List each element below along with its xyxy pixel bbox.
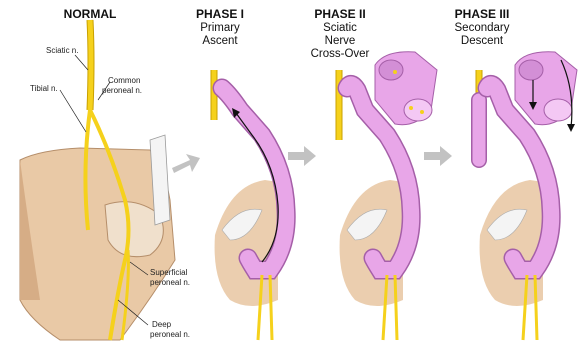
label-common-peroneal-line-2: peroneal n. bbox=[102, 86, 142, 95]
label-tibial-nerve: Tibial n. bbox=[30, 84, 58, 93]
phase-i-illustration bbox=[214, 70, 286, 340]
label-sciatic-nerve: Sciatic n. bbox=[46, 46, 78, 55]
panel-title-phase-iii: PHASE III bbox=[442, 8, 522, 21]
phase-ii-subtitle-line-2: Nerve bbox=[300, 35, 380, 47]
phase-iii-subtitle-line-1: Secondary bbox=[442, 22, 522, 34]
label-deep-peroneal-line-1: Deep bbox=[152, 320, 171, 329]
phase-i-subtitle-line-1: Primary bbox=[180, 22, 260, 34]
arrow-3 bbox=[424, 146, 452, 166]
phase-iii-illustration bbox=[479, 52, 577, 340]
phase-ii-subtitle-line-3: Cross-Over bbox=[300, 48, 380, 60]
label-deep-peroneal-line-2: peroneal n. bbox=[150, 330, 190, 339]
panel-title-phase-i: PHASE I bbox=[180, 8, 260, 21]
panel-title-phase-ii: PHASE II bbox=[300, 8, 380, 21]
arrow-2 bbox=[288, 146, 316, 166]
label-common-peroneal-line-1: Common bbox=[108, 76, 140, 85]
phase-ii-illustration bbox=[339, 52, 437, 340]
arrow-1 bbox=[172, 154, 200, 173]
label-superficial-peroneal-line-2: peroneal n. bbox=[150, 278, 190, 287]
phase-ii-subtitle-line-1: Sciatic bbox=[300, 22, 380, 34]
panel-title-normal: NORMAL bbox=[50, 8, 130, 21]
normal-knee-illustration bbox=[20, 20, 175, 340]
phase-i-subtitle-line-2: Ascent bbox=[180, 35, 260, 47]
cross-section-inset bbox=[375, 52, 437, 125]
label-superficial-peroneal-line-1: Superficial bbox=[150, 268, 187, 277]
phase-iii-subtitle-line-2: Descent bbox=[442, 35, 522, 47]
